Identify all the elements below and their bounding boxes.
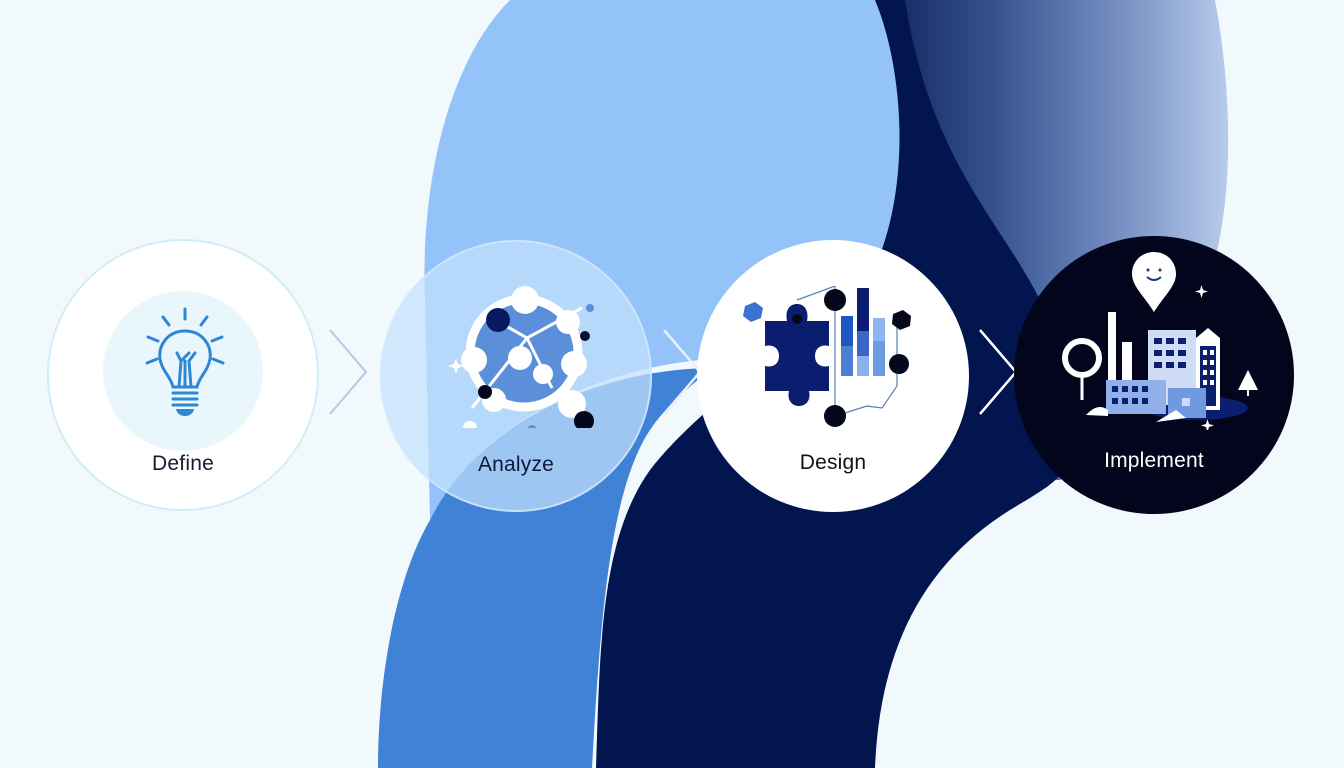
step-define: Define xyxy=(47,239,319,511)
step-label: Analyze xyxy=(477,453,555,476)
step-label: Define xyxy=(152,452,214,475)
network-nodes-icon xyxy=(448,286,594,428)
chevron-right-icon xyxy=(329,329,368,415)
step-implement: Implement xyxy=(1014,236,1294,514)
step-label: Design xyxy=(799,451,867,474)
step-label: Implement xyxy=(1104,449,1204,472)
lightbulb-icon xyxy=(145,307,225,416)
step-analyze: Analyze xyxy=(380,240,652,512)
mid-blue-band xyxy=(378,368,710,768)
icon-backdrop xyxy=(103,291,263,451)
puzzle-chart-icon xyxy=(743,286,911,427)
step-design: Design xyxy=(697,240,969,512)
city-buildings-icon xyxy=(1062,252,1258,430)
